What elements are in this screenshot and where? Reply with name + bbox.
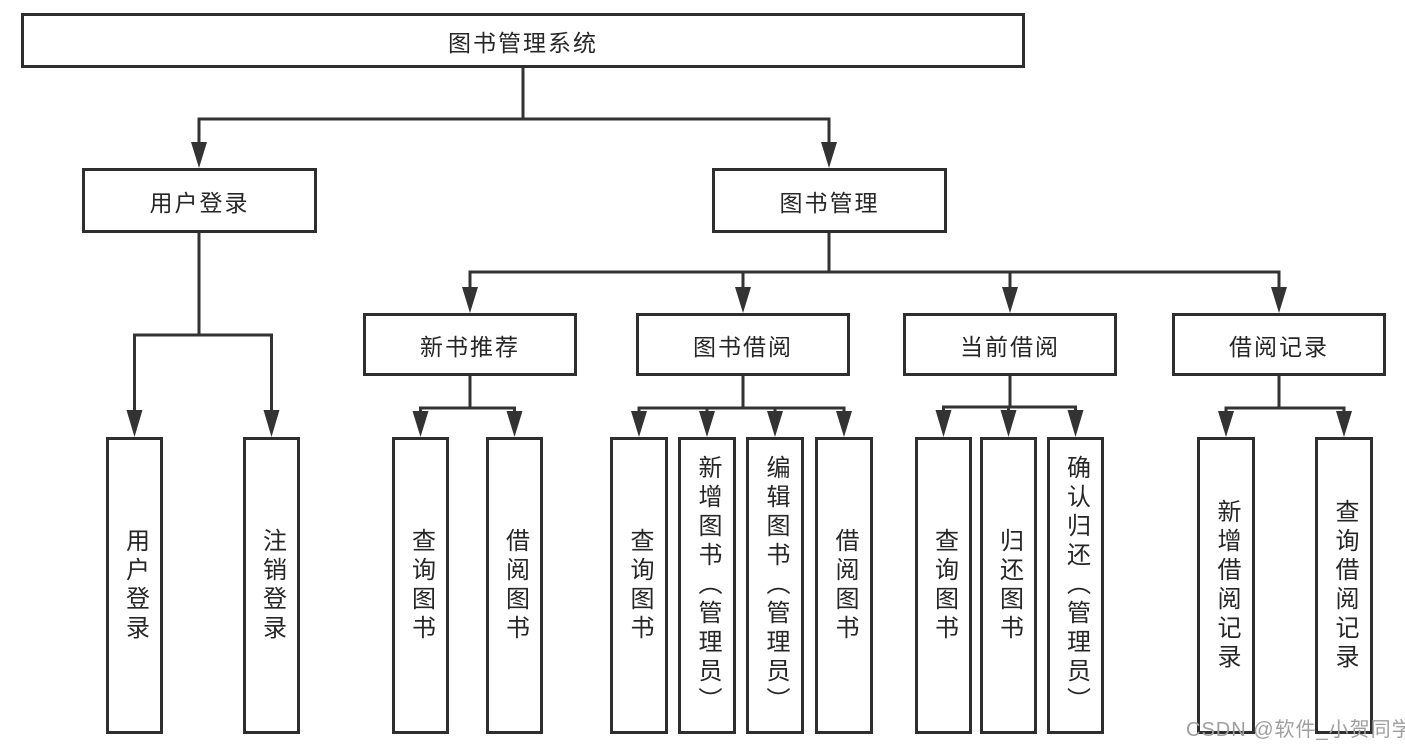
connector-user-login-branch <box>126 233 280 437</box>
connector-current-borrow-branch <box>935 376 1084 437</box>
leaf-label: 查询图书 <box>930 527 958 644</box>
node-user-login: 用户登录 <box>82 168 317 233</box>
leaf-label: 查询借阅记录 <box>1331 498 1358 673</box>
leaf-label: 查询图书 <box>626 527 653 644</box>
leaf-label: 归还图书 <box>995 527 1023 644</box>
node-label: 当前借阅 <box>960 333 1060 360</box>
node-label: 借阅记录 <box>1229 333 1329 360</box>
node-label: 图书借阅 <box>693 333 793 360</box>
leaf-return-book: 归还图书 <box>980 437 1037 734</box>
node-label: 用户登录 <box>149 189 250 216</box>
leaf-user-login: 用户登录 <box>106 437 163 734</box>
leaf-add-book-admin: 新增图书（管理员） <box>678 437 736 734</box>
node-library-system: 图书管理系统 <box>21 13 1025 68</box>
node-label: 图书管理系统 <box>448 29 598 56</box>
node-label: 新书推荐 <box>420 333 520 360</box>
connector-book-management-branch <box>462 233 1287 313</box>
leaf-label: 查询图书 <box>407 527 435 644</box>
leaf-edit-book-admin: 编辑图书（管理员） <box>746 437 804 734</box>
leaf-add-borrow-record: 新增借阅记录 <box>1197 437 1255 734</box>
node-current-borrow: 当前借阅 <box>903 313 1117 376</box>
node-borrow-record: 借阅记录 <box>1172 313 1386 376</box>
node-book-management: 图书管理 <box>712 168 947 233</box>
leaf-query-borrow-record: 查询借阅记录 <box>1315 437 1373 734</box>
leaf-query-book: 查询图书 <box>392 437 449 734</box>
leaf-logout: 注销登录 <box>243 437 300 734</box>
leaf-label: 新增借阅记录 <box>1213 498 1240 673</box>
csdn-watermark: CSDN @软件_小贺同学 <box>1186 719 1405 741</box>
connector-book-borrow-branch <box>631 376 852 437</box>
leaf-label: 确认归还（管理员） <box>1062 455 1090 716</box>
leaf-borrow-book: 借阅图书 <box>486 437 543 734</box>
connector-borrow-record-branch <box>1218 376 1352 437</box>
leaf-label: 新增图书（管理员） <box>694 455 721 716</box>
leaf-label: 借阅图书 <box>831 527 858 644</box>
leaf-query-book: 查询图书 <box>915 437 972 734</box>
leaf-query-book: 查询图书 <box>610 437 668 734</box>
leaf-label: 编辑图书（管理员） <box>762 455 789 716</box>
node-book-borrow: 图书借阅 <box>636 313 850 376</box>
node-label: 图书管理 <box>779 189 880 216</box>
leaf-label: 用户登录 <box>121 527 149 644</box>
node-new-book-recommend: 新书推荐 <box>363 313 577 376</box>
connector-root-to-level2 <box>191 68 837 168</box>
connector-new-book-branch <box>412 376 523 437</box>
leaf-borrow-book: 借阅图书 <box>815 437 873 734</box>
leaf-label: 借阅图书 <box>501 527 529 644</box>
leaf-confirm-return-admin: 确认归还（管理员） <box>1047 437 1104 734</box>
leaf-label: 注销登录 <box>258 527 286 644</box>
